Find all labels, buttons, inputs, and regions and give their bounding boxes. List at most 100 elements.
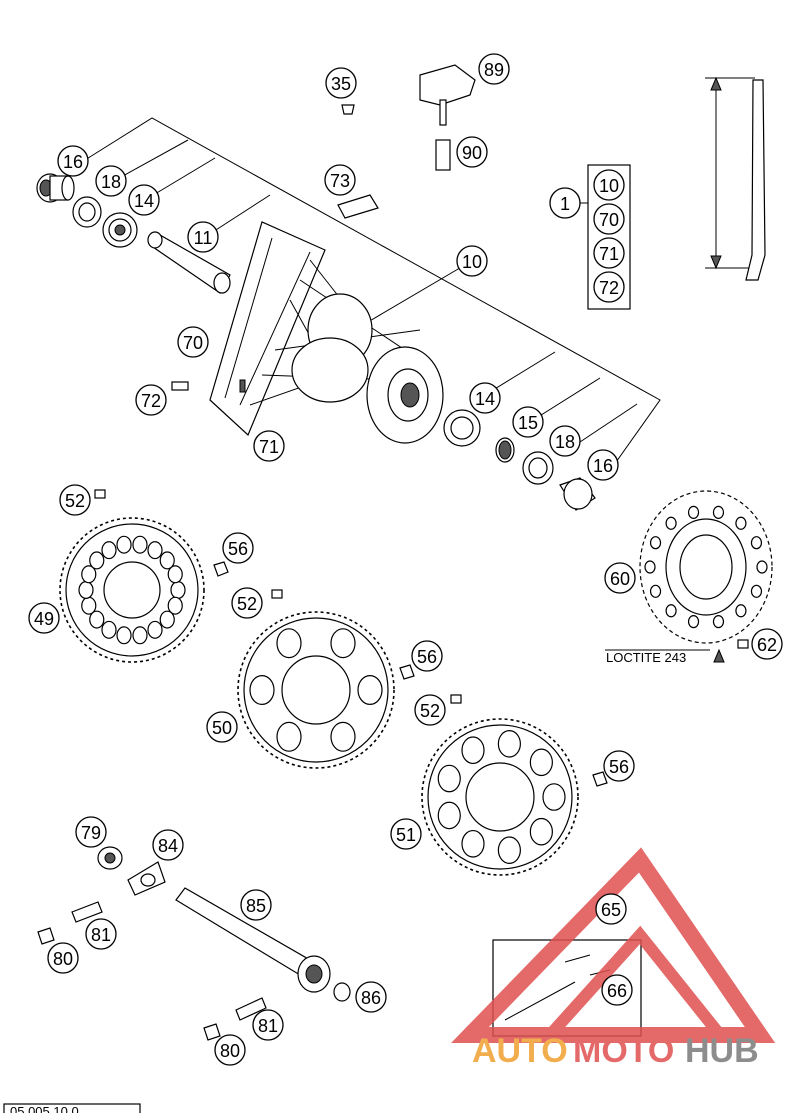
- callout-number: 56: [417, 647, 437, 667]
- lightening-hole: [147, 541, 163, 560]
- callout-number: 51: [396, 825, 416, 845]
- spoke-kit-icon: [705, 76, 766, 281]
- right-bearing-stack: [443, 409, 596, 511]
- callout-c81a: 81: [85, 918, 117, 950]
- callout-number: 52: [420, 701, 440, 721]
- lightening-hole: [497, 836, 521, 864]
- callout-c84: 84: [152, 829, 184, 861]
- callout-c10k: 10: [593, 169, 625, 201]
- callout-number: 60: [610, 569, 630, 589]
- callout-c70: 70: [177, 326, 209, 358]
- lightening-hole: [649, 584, 662, 598]
- lightening-hole: [167, 596, 183, 615]
- callout-c18a: 18: [95, 165, 127, 197]
- callout-number: 15: [518, 413, 538, 433]
- callout-c65: 65: [595, 893, 627, 925]
- callout-number: 72: [141, 391, 161, 411]
- axle-icon: [175, 887, 331, 993]
- lightening-hole: [529, 748, 553, 777]
- lightening-hole: [437, 764, 461, 793]
- lightening-hole: [159, 610, 175, 629]
- callout-c51: 51: [390, 818, 422, 850]
- callout-c16a: 16: [57, 145, 89, 177]
- lightening-hole: [542, 783, 566, 811]
- lightening-hole: [357, 674, 383, 705]
- callout-c89: 89: [478, 53, 510, 85]
- lightening-hole: [437, 801, 461, 830]
- chain-adjuster-icon: [97, 846, 166, 896]
- lightening-hole: [461, 736, 485, 765]
- callout-c52a: 52: [59, 484, 91, 516]
- nut-icon: [213, 561, 608, 787]
- left-bearing-stack: [36, 173, 231, 294]
- callout-number: 66: [607, 981, 627, 1001]
- callout-number: 16: [593, 456, 613, 476]
- callout-c80b: 80: [214, 1034, 246, 1066]
- callout-number: 14: [134, 191, 154, 211]
- callout-number: 81: [91, 925, 111, 945]
- lightening-hole: [132, 535, 148, 554]
- loctite-drop-icon: [713, 648, 725, 663]
- callout-c49: 49: [28, 602, 60, 634]
- lightening-hole: [665, 516, 677, 530]
- lightening-hole: [276, 721, 302, 752]
- callout-number: 49: [34, 609, 54, 629]
- callout-number: 56: [228, 539, 248, 559]
- lightening-hole: [687, 505, 700, 520]
- lightening-hole: [89, 551, 105, 570]
- callout-c70k: 70: [593, 203, 625, 235]
- lightening-hole: [167, 565, 183, 584]
- footer-code-box: [3, 1103, 141, 1113]
- callout-number: 89: [484, 60, 504, 80]
- lightening-hole: [116, 626, 132, 645]
- lightening-hole: [81, 596, 97, 615]
- callout-number: 50: [212, 718, 232, 738]
- callout-c81b: 81: [252, 1009, 284, 1041]
- callout-number: 35: [331, 74, 351, 94]
- lightening-hole: [735, 516, 747, 530]
- loctite-label: LOCTITE 243: [606, 650, 686, 665]
- callout-number: 65: [601, 900, 621, 920]
- callout-c11: 11: [187, 221, 219, 253]
- lightening-hole: [330, 721, 356, 752]
- callout-c90: 90: [456, 136, 488, 168]
- callout-c79: 79: [75, 816, 107, 848]
- callout-number: 14: [475, 389, 495, 409]
- callout-number: 16: [63, 152, 83, 172]
- lightening-hole: [712, 614, 725, 629]
- callout-c10: 10: [456, 245, 488, 277]
- hub-icon: [291, 293, 444, 444]
- bolt-icon: [94, 489, 749, 704]
- callout-c56c: 56: [603, 750, 635, 782]
- lightening-hole: [665, 604, 677, 618]
- callout-number: 11: [194, 228, 213, 248]
- callout-c15: 15: [512, 406, 544, 438]
- lightening-hole: [170, 580, 186, 599]
- callout-number: 18: [101, 172, 121, 192]
- lightening-hole: [750, 584, 763, 598]
- lightening-hole: [78, 580, 94, 599]
- lightening-hole: [132, 626, 148, 645]
- callout-c72k: 72: [593, 271, 625, 303]
- lightening-hole: [330, 628, 356, 659]
- callout-number: 52: [65, 491, 85, 511]
- lightening-hole: [756, 560, 768, 574]
- sprocket-50-icon: [237, 611, 395, 769]
- callout-number: 79: [81, 823, 101, 843]
- callout-c60: 60: [604, 562, 636, 594]
- callout-number: 10: [462, 252, 482, 272]
- callout-number: 71: [599, 244, 619, 264]
- callout-number: 10: [599, 176, 619, 196]
- label-sticker-icon: [337, 194, 379, 219]
- callout-c16b: 16: [587, 449, 619, 481]
- callout-c50: 50: [206, 711, 238, 743]
- callout-c86: 86: [355, 981, 387, 1013]
- callout-number: 70: [183, 333, 203, 353]
- footer-code: 05.005.10.0: [10, 1104, 79, 1113]
- callout-c73: 73: [324, 164, 356, 196]
- callout-c52b: 52: [231, 587, 263, 619]
- callout-number: 18: [555, 432, 575, 452]
- lightening-hole: [116, 535, 132, 554]
- lightening-hole: [89, 610, 105, 629]
- axle-nut-icon: [37, 927, 221, 1041]
